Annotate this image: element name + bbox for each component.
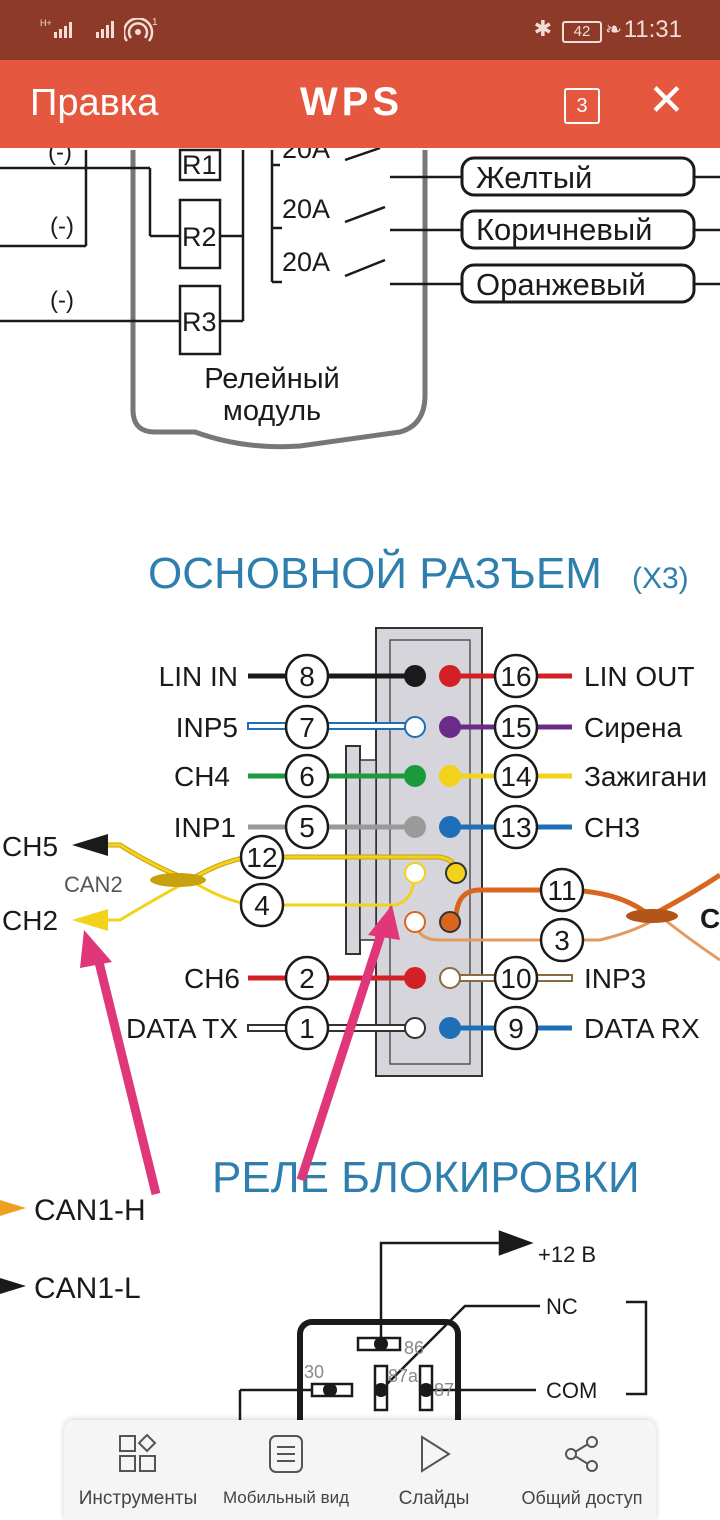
bluetooth-icon: ✱ <box>533 16 552 41</box>
pin-number: 5 <box>299 812 315 843</box>
com-label: COM <box>546 1378 597 1403</box>
document-viewport[interactable]: R1 R2 R3 (-) (-) (-) 20A 20A 20A Релейны… <box>0 148 720 1520</box>
output-orange: Оранжевый <box>476 267 646 302</box>
status-bar: H+ 1 ✱ 42 ❧ 11:31 <box>0 0 720 60</box>
signal-icon-2 <box>96 21 114 38</box>
clock: 11:31 <box>623 16 682 43</box>
pin-label: INP1 <box>174 812 236 843</box>
relay-r3-label: R3 <box>182 307 217 337</box>
pin-number: 14 <box>500 761 531 792</box>
pin-number: 10 <box>500 963 531 994</box>
mobile-view-label: Мобильный вид <box>222 1488 350 1507</box>
minus-label: (-) <box>48 148 72 166</box>
current-label: 20A <box>282 148 330 164</box>
svg-text:1: 1 <box>152 18 158 28</box>
tools-icon <box>119 1434 157 1472</box>
slides-label: Слайды <box>398 1488 470 1509</box>
current-label: 20A <box>282 194 330 224</box>
relay-module-label: Релейный <box>204 363 340 395</box>
output-yellow: Желтый <box>476 160 592 195</box>
relay-module-label-2: модуль <box>223 395 321 427</box>
share-icon <box>565 1436 598 1472</box>
pin-label: CH3 <box>584 812 640 843</box>
pin-label: INP5 <box>176 712 238 743</box>
play-icon <box>421 1435 451 1473</box>
annotation-arrows <box>80 905 400 1196</box>
minus-label: (-) <box>50 287 74 314</box>
can1-h-label: CAN1-H <box>34 1194 146 1227</box>
minus-label: (-) <box>50 213 74 240</box>
pin-number: 6 <box>299 761 315 792</box>
terminal-30: 30 <box>304 1362 324 1382</box>
relay-r2-label: R2 <box>182 222 217 252</box>
wps-logo: WPS <box>300 80 404 124</box>
relay-module <box>0 148 720 450</box>
pin-label: LIN OUT <box>584 661 694 692</box>
pin-label: DATA TX <box>126 1013 238 1044</box>
share-label: Общий доступ <box>521 1488 643 1508</box>
pin-number: 13 <box>500 812 531 843</box>
pin-label: Сирена <box>584 712 682 743</box>
app-bar: Правка WPS 3 ✕ <box>0 60 720 148</box>
connector-body <box>345 627 483 1077</box>
pin-number: 12 <box>246 842 277 873</box>
blocking-relay-title: РЕЛЕ БЛОКИРОВКИ <box>212 1153 640 1202</box>
signal-icon: H+ <box>40 18 72 38</box>
edit-button[interactable]: Правка <box>30 82 159 124</box>
connector-title-suffix: (X3) <box>632 562 689 595</box>
pin-number: 8 <box>299 661 315 692</box>
connector-title: ОСНОВНОЙ РАЗЪЕМ <box>148 547 602 598</box>
slides-button[interactable]: Слайды <box>360 1420 508 1520</box>
output-brown: Коричневый <box>476 212 652 247</box>
mobile-view-button[interactable]: Мобильный вид <box>212 1420 360 1520</box>
relay-r1-label: R1 <box>182 150 217 180</box>
share-button[interactable]: Общий доступ <box>508 1420 656 1520</box>
pin-label: CH4 <box>174 761 230 792</box>
wiring-diagram: R1 R2 R3 (-) (-) (-) 20A 20A 20A Релейны… <box>0 148 720 1520</box>
svg-text:H+: H+ <box>40 18 52 28</box>
current-label: 20A <box>282 247 330 277</box>
pin-number: 1 <box>299 1013 315 1044</box>
can2-out-bottom: CH2 <box>2 905 58 936</box>
pin-label: CH6 <box>184 963 240 994</box>
pin-number: 15 <box>500 712 531 743</box>
can2-label: CAN2 <box>64 872 123 897</box>
can-right-label: C <box>700 903 720 934</box>
pin-number: 4 <box>254 890 270 921</box>
terminal-87: 87 <box>434 1380 454 1400</box>
pin-number: 16 <box>500 661 531 692</box>
pin-label: INP3 <box>584 963 646 994</box>
pin-number: 2 <box>299 963 315 994</box>
pin-number: 7 <box>299 712 315 743</box>
battery-saver-icon: ❧ <box>605 19 622 41</box>
tools-label: Инструменты <box>78 1488 198 1509</box>
pin-label: Зажигани <box>584 761 707 792</box>
page-count-button[interactable]: 3 <box>564 88 600 124</box>
terminal-87a: 87a <box>388 1366 419 1386</box>
nc-label: NC <box>546 1294 578 1319</box>
hotspot-icon: 1 <box>124 18 158 42</box>
pin-number: 3 <box>554 925 570 956</box>
pin-label: DATA RX <box>584 1013 700 1044</box>
pin-number: 9 <box>508 1013 524 1044</box>
terminal-86: 86 <box>404 1338 424 1358</box>
close-icon[interactable]: ✕ <box>648 76 685 125</box>
bottom-toolbar: Инструменты Мобильный вид Слайды Общий д… <box>64 1420 656 1520</box>
plus12-label: +12 В <box>538 1242 596 1267</box>
can1-l-label: CAN1-L <box>34 1272 141 1305</box>
tools-button[interactable]: Инструменты <box>64 1420 212 1520</box>
pin-label: LIN IN <box>159 661 238 692</box>
can2-out-top: CH5 <box>2 831 58 862</box>
battery-indicator: 42 <box>562 21 602 43</box>
pin-number: 11 <box>547 875 576 906</box>
mobile-view-icon <box>269 1435 303 1473</box>
